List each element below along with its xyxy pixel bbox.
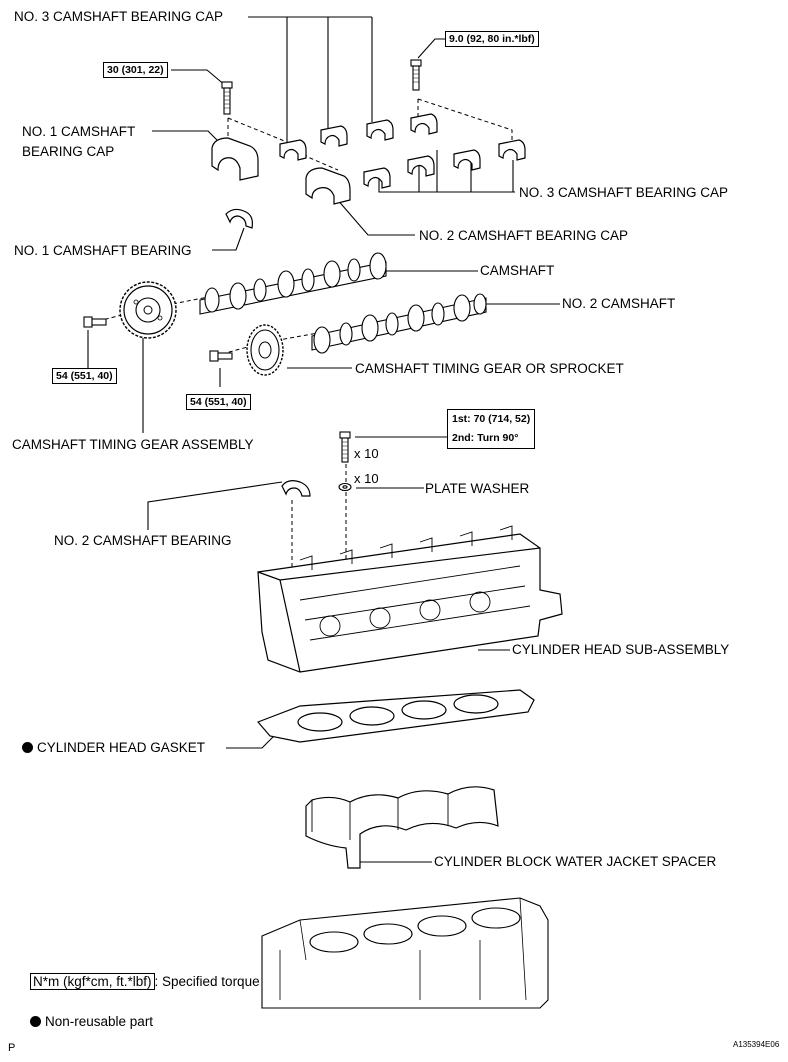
torque-box-cap-bolt-large: 30 (301, 22)	[103, 62, 168, 78]
torque-box-gear-bolt-right: 54 (551, 40)	[186, 394, 251, 410]
footer-left-mark: P	[8, 1042, 16, 1054]
label-camshaft-timing-gear-assembly: CAMSHAFT TIMING GEAR ASSEMBLY	[12, 437, 254, 452]
label-no3-camshaft-bearing-cap-top: NO. 3 CAMSHAFT BEARING CAP	[14, 9, 224, 24]
torque-box-head-bolt: 1st: 70 (714, 52) 2nd: Turn 90°	[447, 409, 536, 449]
label-no2-camshaft-bearing: NO. 2 CAMSHAFT BEARING	[54, 533, 232, 548]
head-bolt-step2: 2nd: Turn 90°	[452, 432, 519, 444]
label-no3-camshaft-bearing-cap-right: NO. 3 CAMSHAFT BEARING CAP	[519, 185, 729, 200]
camshaft-icon	[199, 252, 487, 354]
legend-torque-text: : Specified torque	[154, 974, 260, 989]
label-no2-camshaft: NO. 2 CAMSHAFT	[562, 296, 676, 311]
cylinder-block-icon	[261, 897, 549, 1009]
footer-figure-id: A135394E06	[733, 1040, 780, 1049]
non-reusable-dot-icon	[30, 1016, 41, 1027]
bolt-icon	[83, 59, 422, 492]
label-no2-camshaft-bearing-cap: NO. 2 CAMSHAFT BEARING CAP	[419, 228, 629, 243]
legend-torque-unit: N*m (kgf*cm, ft.*lbf)	[30, 973, 155, 990]
cylinder-head-gasket-text: CYLINDER HEAD GASKET	[37, 740, 206, 755]
head-bolt-step1: 1st: 70 (714, 52)	[452, 413, 531, 425]
head-gasket-icon	[256, 689, 535, 743]
legend-non-reusable-text: Non-reusable part	[45, 1014, 154, 1029]
cylinder-head-icon	[257, 525, 563, 673]
legend-non-reusable: Non-reusable part	[30, 1014, 153, 1030]
legend-specified-torque: N*m (kgf*cm, ft.*lbf): Specified torque	[30, 973, 260, 990]
label-cylinder-head-sub-assembly: CYLINDER HEAD SUB-ASSEMBLY	[512, 642, 730, 657]
gear-icon	[119, 281, 284, 376]
label-no1-cap-line1: NO. 1 CAMSHAFT	[22, 124, 136, 139]
label-plate-washer: PLATE WASHER	[425, 481, 530, 496]
torque-box-gear-bolt-left: 54 (551, 40)	[52, 368, 117, 384]
label-camshaft-timing-gear-or-sprocket: CAMSHAFT TIMING GEAR OR SPROCKET	[355, 361, 624, 376]
head-bolt-quantity: x 10	[354, 446, 379, 461]
label-camshaft: CAMSHAFT	[480, 263, 555, 278]
label-no1-camshaft-bearing: NO. 1 CAMSHAFT BEARING	[14, 243, 192, 258]
torque-box-cap-bolt-small: 9.0 (92, 80 in.*lbf)	[445, 31, 539, 47]
plate-washer-quantity: x 10	[354, 471, 379, 486]
label-cylinder-block-water-jacket-spacer: CYLINDER BLOCK WATER JACKET SPACER	[434, 854, 717, 869]
label-no1-cap-line2: BEARING CAP	[22, 144, 115, 159]
water-jacket-spacer-icon	[305, 786, 499, 869]
bearing-cap-icon	[211, 113, 526, 497]
non-reusable-dot-icon	[22, 742, 33, 753]
label-cylinder-head-gasket: CYLINDER HEAD GASKET	[22, 740, 205, 756]
